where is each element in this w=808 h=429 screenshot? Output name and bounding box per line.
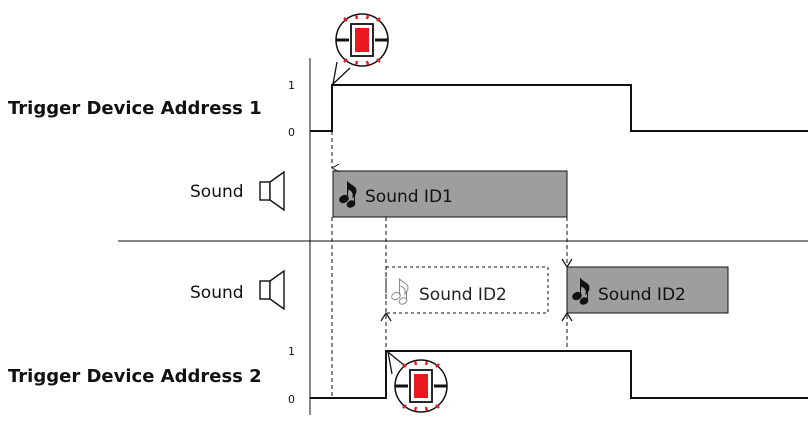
sound-label-1: Sound (190, 182, 244, 202)
trigger1-low-tick: 0 (288, 126, 295, 139)
sound-id1-text: Sound ID1 (365, 187, 453, 207)
trigger2-arrow-head (380, 311, 392, 322)
lamp2-pointer (387, 350, 406, 375)
sound-id2-interrupted-text: Sound ID2 (419, 285, 507, 305)
trigger2-label: Trigger Device Address 2 (8, 366, 262, 387)
trigger1-high-tick: 1 (288, 79, 295, 92)
speaker-icon (259, 270, 285, 310)
trigger1-label: Trigger Device Address 1 (8, 98, 262, 119)
trigger2-waveform (310, 350, 808, 399)
lamp1-pointer (332, 61, 351, 86)
lamp-icon (393, 358, 449, 414)
sound2-start-arrow-down (561, 258, 573, 269)
sound-label-2: Sound (190, 283, 244, 303)
sound-id1-box (332, 170, 568, 218)
trigger1-waveform (310, 84, 808, 132)
sound2-start-arrow-up (561, 311, 573, 322)
speaker-icon (259, 171, 285, 211)
sound-id2-interrupted-box (385, 266, 549, 314)
lamp-icon (334, 12, 390, 68)
trigger2-high-tick: 1 (288, 345, 295, 358)
sound-id2-text: Sound ID2 (598, 285, 686, 305)
trigger2-low-tick: 0 (288, 393, 295, 406)
